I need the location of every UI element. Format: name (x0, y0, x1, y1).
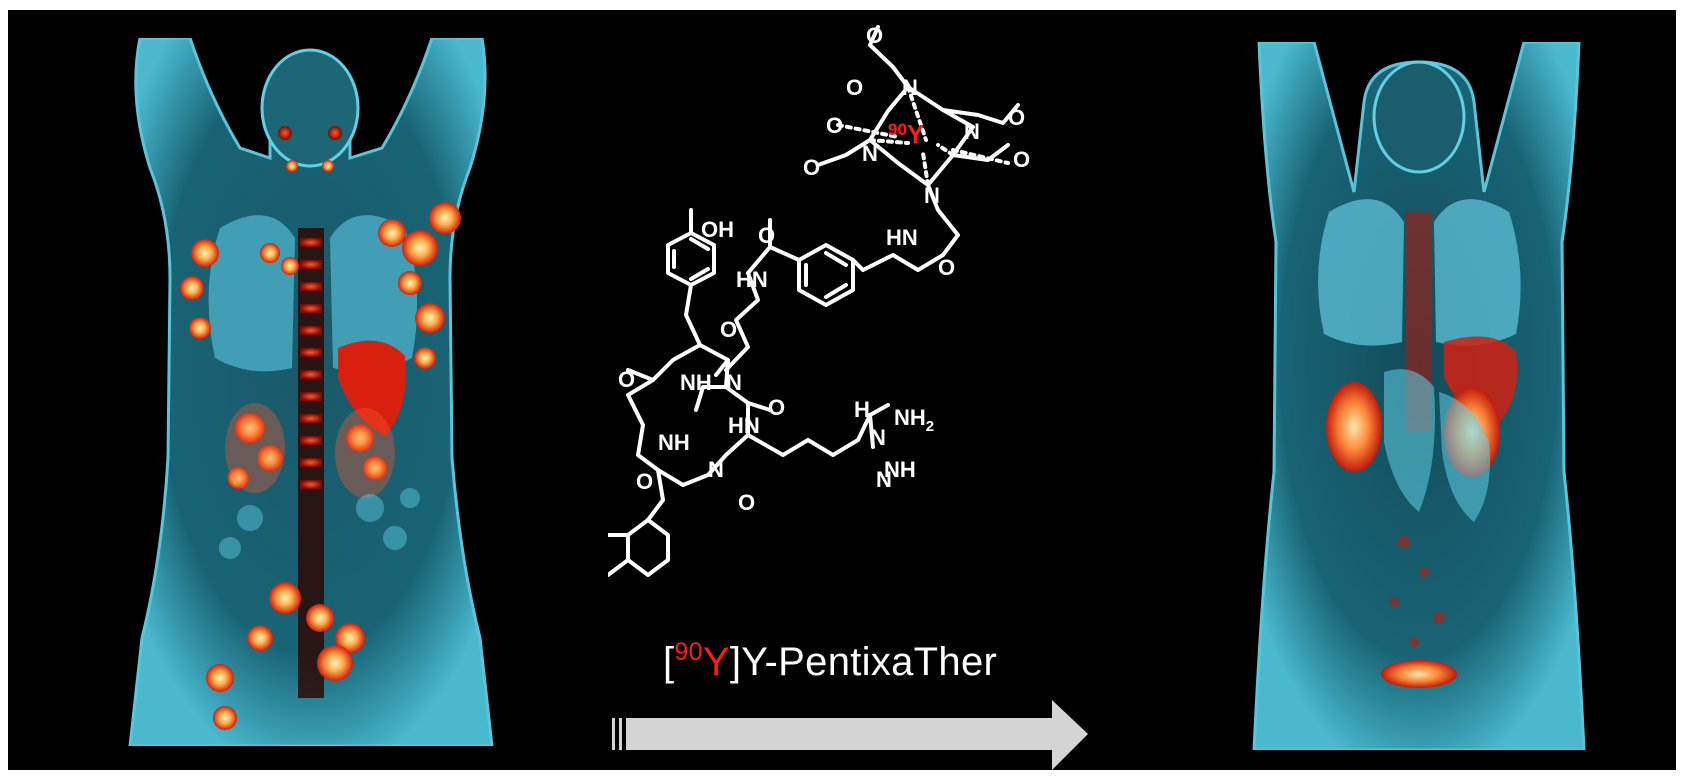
svg-text:N: N (876, 467, 892, 492)
svg-text:N: N (964, 119, 980, 144)
svg-text:N: N (708, 457, 724, 482)
figure-canvas: O O O O O O N N N N HN O O HN O NH O N O… (8, 10, 1676, 770)
body-rendering-after (1252, 42, 1586, 750)
guanidine-h-label: H (854, 397, 870, 422)
yttrium-center-label: 90Y (888, 119, 924, 149)
svg-text:NH: NH (658, 430, 690, 455)
svg-text:O: O (738, 490, 755, 515)
svg-text:O: O (803, 155, 820, 180)
svg-text:N: N (902, 75, 918, 100)
pet-scan-before-therapy (120, 38, 500, 746)
svg-text:O: O (720, 317, 737, 342)
pet-scan-after-therapy (1244, 42, 1594, 750)
svg-text:N: N (924, 183, 940, 208)
svg-text:NH: NH (680, 370, 712, 395)
svg-text:N: N (862, 141, 878, 166)
svg-text:HN: HN (728, 413, 760, 438)
svg-text:N: N (726, 370, 742, 395)
treatment-arrow-icon (612, 700, 1088, 770)
body-rendering-before (128, 38, 494, 746)
svg-text:O: O (938, 255, 955, 280)
svg-text:O: O (636, 469, 653, 494)
svg-text:O: O (866, 23, 883, 48)
isotope-symbol: Y (702, 640, 730, 684)
svg-text:O: O (1013, 147, 1030, 172)
svg-text:O: O (846, 75, 863, 100)
svg-text:O: O (826, 113, 843, 138)
svg-text:O: O (768, 395, 785, 420)
pentixather-structure: O O O O O O N N N N HN O O HN O NH O N O… (608, 23, 1030, 577)
guanidine-imine-label: NH (884, 457, 916, 482)
svg-text:HN: HN (886, 225, 918, 250)
hydroxyl-label: OH (701, 217, 734, 242)
svg-text:O: O (758, 223, 775, 248)
svg-text:N: N (870, 425, 886, 450)
compound-name-caption: [90Y]Y-PentixaTher (663, 638, 998, 684)
guanidine-nh2-label: NH2 (894, 405, 934, 435)
svg-text:O: O (618, 367, 635, 392)
isotope-mass-number: 90 (674, 638, 703, 666)
svg-text:HN: HN (736, 267, 768, 292)
svg-text:O: O (1008, 105, 1025, 130)
